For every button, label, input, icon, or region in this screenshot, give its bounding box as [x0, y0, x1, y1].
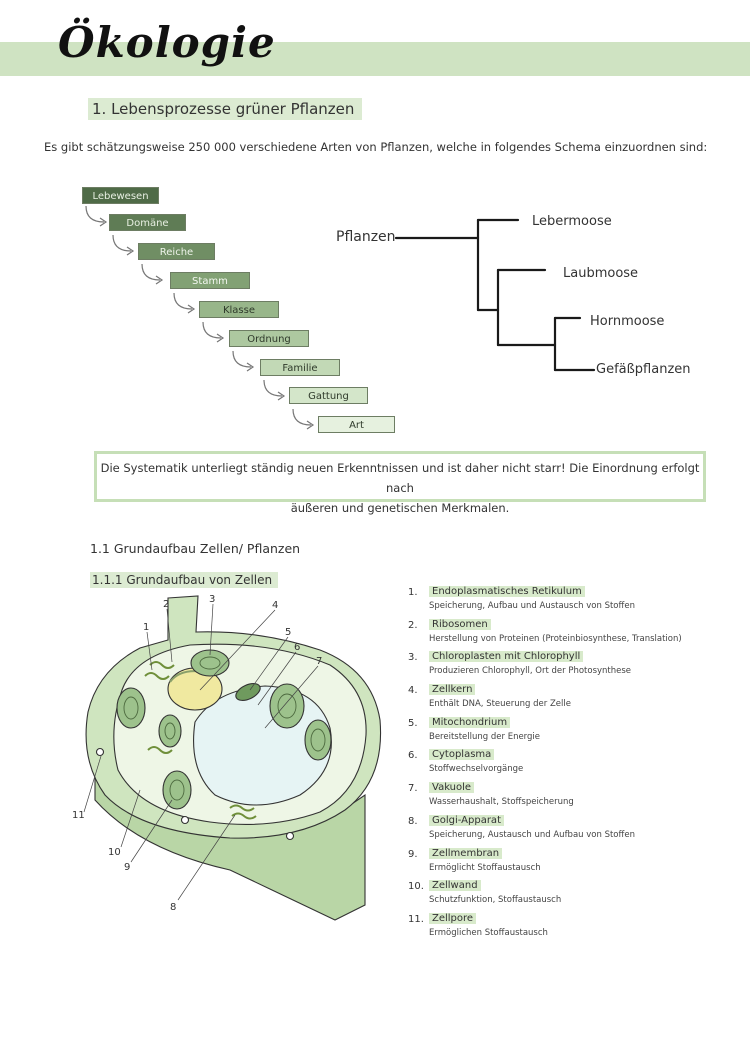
cell-label-1: 1	[143, 622, 149, 633]
legend-description: Stoffwechselvorgänge	[429, 764, 524, 775]
cell-label-3: 3	[209, 594, 215, 605]
tree-leaf-lebermoose: Lebermoose	[532, 214, 612, 229]
legend-number: 2.	[408, 619, 418, 631]
note-box: Die Systematik unterliegt ständig neuen …	[94, 451, 706, 515]
taxonomy-level-klasse: Klasse	[199, 301, 279, 318]
legend-number: 10.	[408, 881, 424, 893]
legend-description: Enthält DNA, Steuerung der Zelle	[429, 699, 571, 710]
legend-description: Herstellung von Proteinen (Proteinbiosyn…	[429, 633, 682, 644]
legend-description: Speicherung, Austausch und Aufbau von St…	[429, 829, 635, 840]
legend-number: 3.	[408, 652, 418, 664]
legend-number: 11.	[408, 913, 424, 925]
page-title: Ökologie	[58, 18, 276, 67]
cell-label-9: 9	[124, 862, 130, 873]
tree-root-label: Pflanzen	[336, 229, 396, 245]
taxonomy-level-ordnung: Ordnung	[229, 330, 309, 347]
chloroplast	[269, 683, 305, 729]
legend-number: 6.	[408, 750, 418, 762]
cell-label-11: 11	[72, 810, 85, 821]
chloroplast	[116, 687, 146, 729]
legend-name: Endoplasmatisches Retikulum	[429, 586, 585, 597]
legend-name: Zellpore	[429, 912, 477, 924]
legend-name: Zellmembran	[429, 847, 503, 859]
legend-name: Vakuole	[429, 782, 475, 794]
tree-leaf-hornmoose: Hornmoose	[590, 314, 665, 329]
section-heading-text: 1. Lebensprozesse grüner Pflanzen	[88, 98, 363, 120]
cell-label-7: 7	[316, 656, 322, 667]
chloroplast	[162, 770, 192, 810]
legend-name: Golgi-Apparat	[429, 814, 504, 826]
chloroplast	[304, 719, 332, 761]
legend-name: Cytoplasma	[429, 749, 495, 761]
legend-description: Produzieren Chlorophyll, Ort der Photosy…	[429, 666, 632, 677]
legend-number: 5.	[408, 717, 418, 729]
section-heading: 1. Lebensprozesse grüner Pflanzen	[88, 98, 363, 120]
cell-label-6: 6	[294, 642, 300, 653]
cell-label-8: 8	[170, 902, 176, 913]
tree-leaf-laubmoose: Laubmoose	[563, 266, 639, 281]
subsection-heading: 1.1 Grundaufbau Zellen/ Pflanzen	[90, 541, 301, 556]
mitochondrion	[235, 683, 261, 701]
tree-leaf-gefaesspflanzen: Gefäßpflanzen	[596, 362, 691, 377]
legend-name: Zellkern	[429, 684, 476, 696]
legend-description: Speicherung, Aufbau und Austausch von St…	[429, 601, 635, 611]
chloroplast	[158, 714, 182, 748]
legend-name: Ribosomen	[429, 618, 491, 630]
cell-label-5: 5	[285, 627, 291, 638]
taxonomy-level-reiche: Reiche	[138, 243, 215, 260]
legend-name: Mitochondrium	[429, 716, 511, 728]
subsubsection-heading-text: 1.1.1 Grundaufbau von Zellen	[90, 572, 279, 588]
legend-description: Bereitstellung der Energie	[429, 731, 541, 742]
legend-number: 4.	[408, 685, 418, 697]
legend-description: Ermöglichen Stoffaustausch	[429, 927, 548, 938]
cell-label-10: 10	[108, 847, 121, 858]
taxonomy-level-domaene: Domäne	[109, 214, 186, 231]
legend-name: Chloroplasten mit Chlorophyll	[429, 651, 584, 663]
title-band	[0, 42, 750, 76]
legend-description: Ermöglicht Stoffaustausch	[429, 862, 541, 873]
cell-label-2: 2	[163, 599, 169, 610]
subsubsection-heading: 1.1.1 Grundaufbau von Zellen	[90, 572, 279, 588]
intro-text: Es gibt schätzungsweise 250 000 verschie…	[44, 140, 708, 154]
taxonomy-level-gattung: Gattung	[289, 387, 368, 404]
legend-number: 1.	[408, 587, 418, 598]
taxonomy-level-familie: Familie	[260, 359, 340, 376]
cell-label-4: 4	[272, 600, 278, 611]
legend-number: 9.	[408, 848, 418, 860]
taxonomy-level-lebewesen: Lebewesen	[82, 187, 159, 204]
note-line-1: Die Systematik unterliegt ständig neuen …	[100, 461, 700, 495]
taxonomy-level-art: Art	[318, 416, 395, 433]
legend-name: Zellwand	[429, 880, 481, 892]
legend-description: Wasserhaushalt, Stoffspeicherung	[429, 797, 574, 808]
legend-description: Schutzfunktion, Stoffaustausch	[429, 895, 562, 906]
note-line-2: äußeren und genetischen Merkmalen.	[290, 501, 510, 515]
legend-number: 7.	[408, 783, 418, 795]
legend-number: 8.	[408, 815, 418, 827]
taxonomy-level-stamm: Stamm	[170, 272, 250, 289]
